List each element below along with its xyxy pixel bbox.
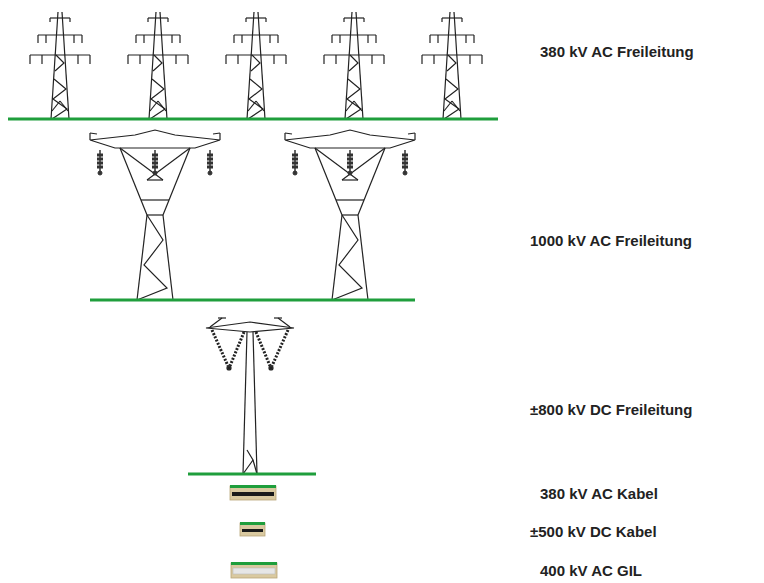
tower-dc [206, 318, 294, 474]
line-type-label: ±500 kV DC Kabel [530, 523, 657, 541]
line-type-label: 380 kV AC Kabel [540, 485, 658, 503]
line-type-label: ±800 kV DC Freileitung [530, 401, 692, 419]
line-type-label: 400 kV AC GIL [540, 562, 642, 580]
cable-trench [240, 522, 265, 536]
ground-line [90, 299, 415, 302]
tower-380kv [30, 12, 482, 119]
line-type-label: 1000 kV AC Freileitung [530, 232, 692, 250]
line-type-label: 380 kV AC Freileitung [540, 43, 694, 61]
ground-line [188, 473, 316, 476]
gil-trench [231, 562, 277, 578]
tower-1000kv [90, 130, 415, 300]
cable-trench [230, 485, 276, 500]
ground-line [8, 118, 498, 121]
